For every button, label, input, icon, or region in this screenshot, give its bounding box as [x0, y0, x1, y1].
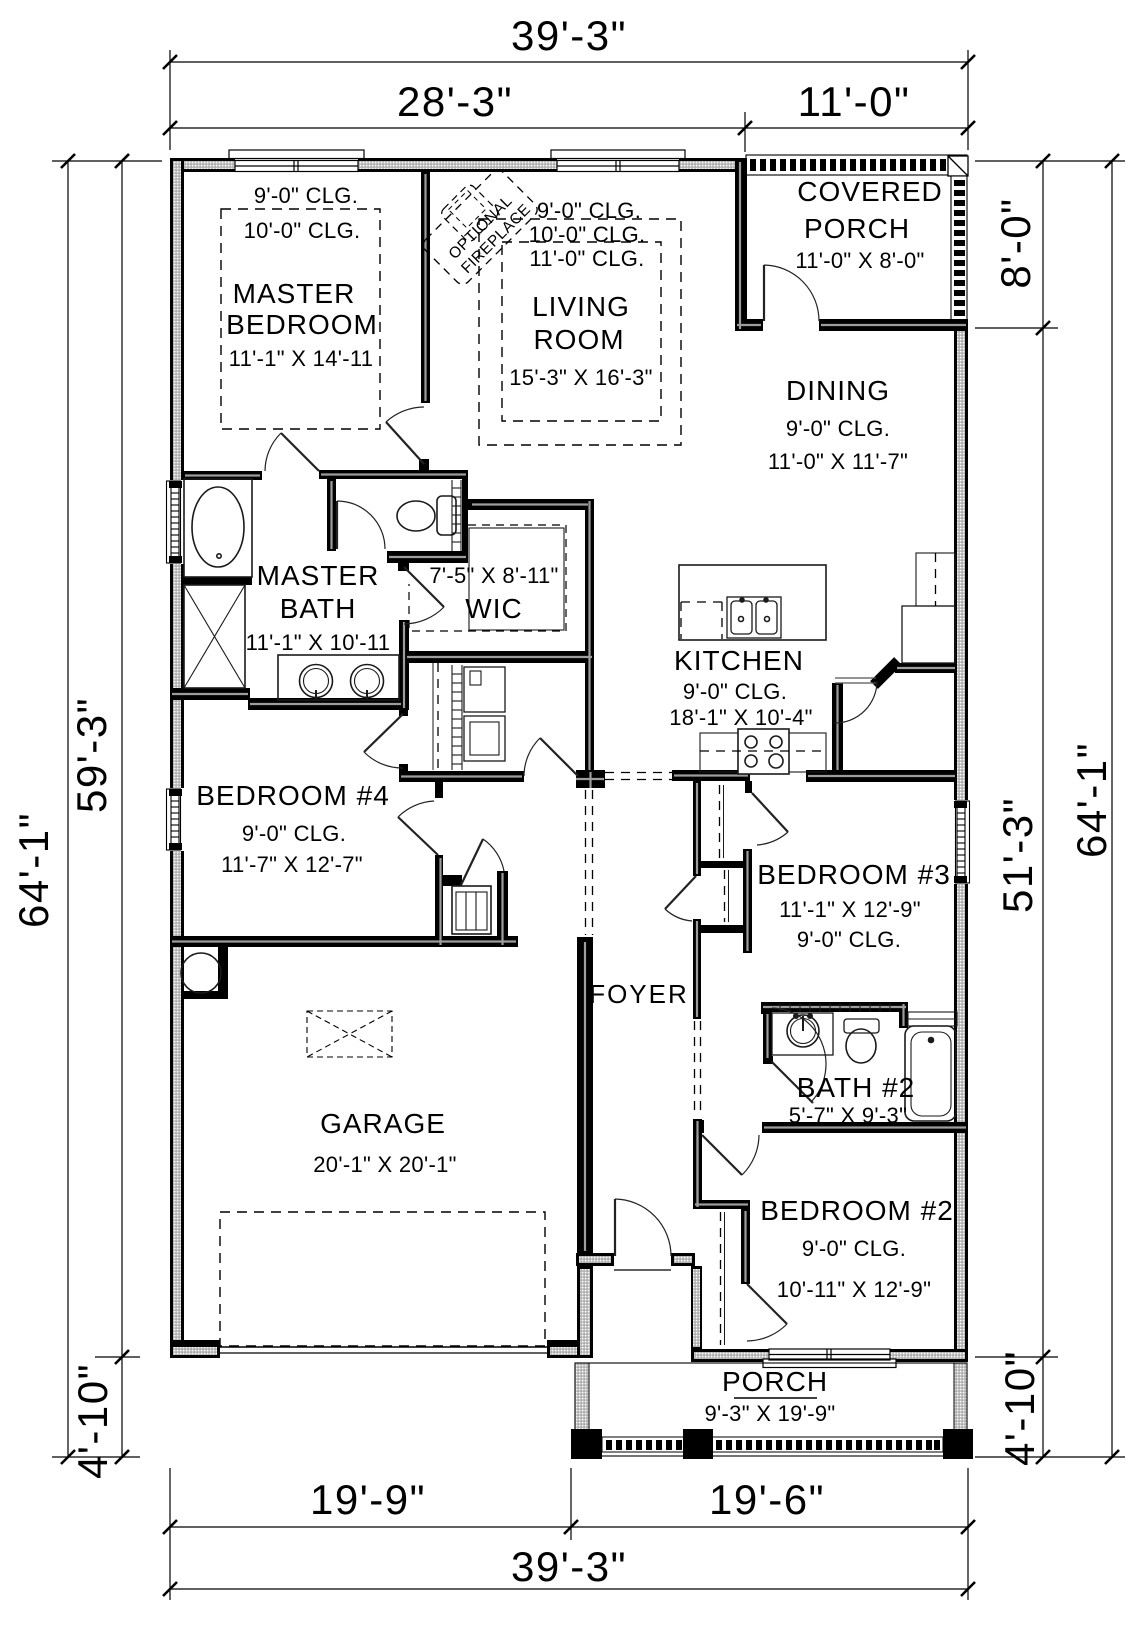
- svg-text:9'-0" CLG.: 9'-0" CLG.: [537, 198, 641, 223]
- svg-text:GARAGE: GARAGE: [320, 1108, 446, 1139]
- svg-text:64'-1": 64'-1": [1068, 742, 1115, 858]
- svg-text:19'-9": 19'-9": [310, 1476, 426, 1523]
- svg-text:39'-3": 39'-3": [511, 12, 627, 59]
- svg-text:59'-3": 59'-3": [68, 697, 115, 813]
- svg-text:28'-3": 28'-3": [397, 78, 513, 125]
- svg-text:11'-0" X 11'-7": 11'-0" X 11'-7": [768, 449, 908, 474]
- svg-text:11'-0": 11'-0": [798, 78, 911, 125]
- svg-text:LIVING: LIVING: [532, 291, 630, 322]
- svg-text:WIC: WIC: [465, 593, 522, 624]
- svg-text:15'-3" X 16'-3": 15'-3" X 16'-3": [509, 365, 652, 390]
- svg-text:KITCHEN: KITCHEN: [674, 645, 804, 676]
- svg-text:18'-1" X 10'-4": 18'-1" X 10'-4": [669, 705, 812, 730]
- svg-text:64'-1": 64'-1": [10, 812, 57, 928]
- svg-text:9'-0" CLG.: 9'-0" CLG.: [242, 821, 346, 846]
- svg-text:BEDROOM #3: BEDROOM #3: [757, 859, 951, 890]
- svg-text:9'-0" CLG.: 9'-0" CLG.: [683, 679, 787, 704]
- svg-text:10'-11" X 12'-9": 10'-11" X 12'-9": [777, 1277, 931, 1302]
- svg-text:7'-5" X 8'-11": 7'-5" X 8'-11": [429, 563, 558, 588]
- svg-text:11'-7" X 12'-7": 11'-7" X 12'-7": [221, 852, 363, 877]
- svg-text:DINING: DINING: [786, 375, 890, 406]
- svg-text:9'-0" CLG.: 9'-0" CLG.: [254, 183, 358, 208]
- svg-text:PORCH: PORCH: [804, 213, 910, 244]
- svg-text:BEDROOM #2: BEDROOM #2: [760, 1195, 954, 1226]
- svg-text:ROOM: ROOM: [533, 324, 624, 355]
- svg-text:9'-3" X 19'-9": 9'-3" X 19'-9": [705, 1401, 836, 1426]
- svg-text:8'-0": 8'-0": [992, 197, 1039, 288]
- svg-text:5'-7" X 9'-3": 5'-7" X 9'-3": [789, 1103, 907, 1128]
- svg-text:39'-3": 39'-3": [511, 1543, 627, 1590]
- svg-text:BATH: BATH: [280, 593, 357, 624]
- svg-text:FOYER: FOYER: [589, 979, 689, 1009]
- svg-text:11'-1" X 12'-9": 11'-1" X 12'-9": [779, 897, 921, 922]
- svg-text:10'-0" CLG.: 10'-0" CLG.: [529, 222, 646, 247]
- svg-text:10'-0" CLG.: 10'-0" CLG.: [244, 218, 361, 243]
- svg-text:PORCH: PORCH: [722, 1366, 828, 1397]
- svg-text:9'-0" CLG.: 9'-0" CLG.: [802, 1236, 906, 1261]
- svg-text:19'-6": 19'-6": [709, 1476, 825, 1523]
- svg-text:9'-0" CLG.: 9'-0" CLG.: [786, 416, 890, 441]
- svg-text:COVERED: COVERED: [797, 176, 942, 207]
- svg-text:11'-1" X 10'-11: 11'-1" X 10'-11: [246, 630, 391, 655]
- svg-text:9'-0" CLG.: 9'-0" CLG.: [797, 927, 901, 952]
- svg-text:4'-10": 4'-10": [996, 1350, 1043, 1466]
- svg-text:11'-0" CLG.: 11'-0" CLG.: [529, 246, 644, 271]
- svg-text:4'-10": 4'-10": [69, 1363, 116, 1479]
- svg-text:51'-3": 51'-3": [994, 797, 1041, 913]
- svg-text:BEDROOM #4: BEDROOM #4: [196, 780, 390, 811]
- svg-text:MASTER: MASTER: [233, 278, 356, 309]
- svg-text:20'-1" X 20'-1": 20'-1" X 20'-1": [313, 1152, 456, 1177]
- svg-text:BEDROOM: BEDROOM: [226, 309, 378, 340]
- svg-text:BATH #2: BATH #2: [797, 1072, 916, 1103]
- svg-text:11'-0" X 8'-0": 11'-0" X 8'-0": [795, 248, 924, 273]
- svg-text:MASTER: MASTER: [257, 560, 380, 591]
- svg-text:11'-1" X 14'-11: 11'-1" X 14'-11: [229, 346, 374, 371]
